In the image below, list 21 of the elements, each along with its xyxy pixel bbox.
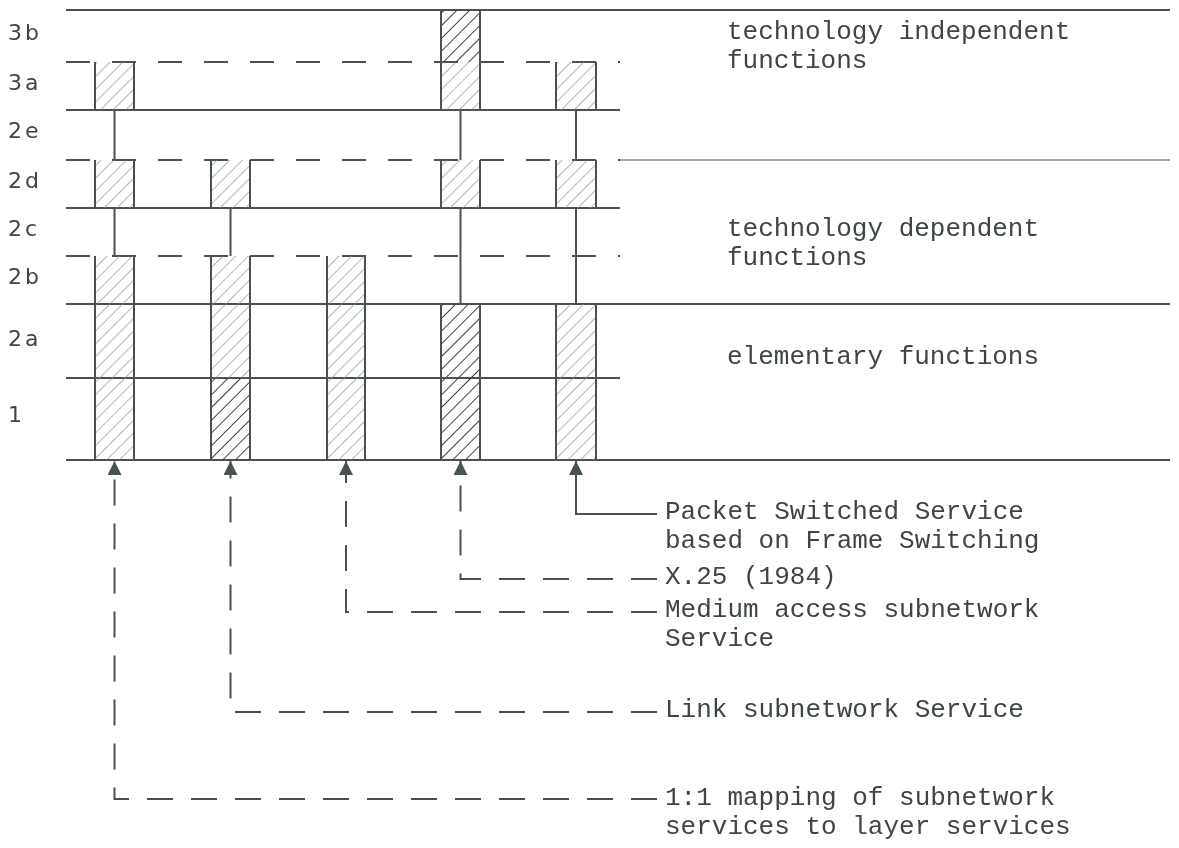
layer-label: 2e xyxy=(8,118,42,143)
leader-arrow xyxy=(453,460,658,580)
layer-label: 1 xyxy=(8,402,25,427)
layer-label: 2a xyxy=(8,326,42,351)
leader-arrow xyxy=(107,460,658,800)
service-label: Link subnetwork Service xyxy=(665,696,1095,725)
layer-label: 3b xyxy=(8,20,42,45)
layer-label: 3a xyxy=(8,70,42,95)
function-group-label: technology dependent functions xyxy=(727,215,1041,273)
leader-arrow xyxy=(339,460,658,613)
service-label: 1:1 mapping of subnetwork services to layer services xyxy=(665,784,1095,842)
layer-label: 2d xyxy=(8,168,42,193)
function-group-label: technology independent functions xyxy=(727,18,1072,76)
service-label: Medium access subnetwork Service xyxy=(665,596,1095,654)
layer-label: 2c xyxy=(8,216,41,241)
service-label: Packet Switched Service based on Frame Switching xyxy=(665,498,1095,556)
service-label: X.25 (1984) xyxy=(665,563,1095,592)
leader-arrow xyxy=(223,460,658,713)
leader-arrow xyxy=(569,460,658,515)
function-group-label: elementary functions xyxy=(727,343,1041,372)
layer-label: 2b xyxy=(8,264,42,289)
